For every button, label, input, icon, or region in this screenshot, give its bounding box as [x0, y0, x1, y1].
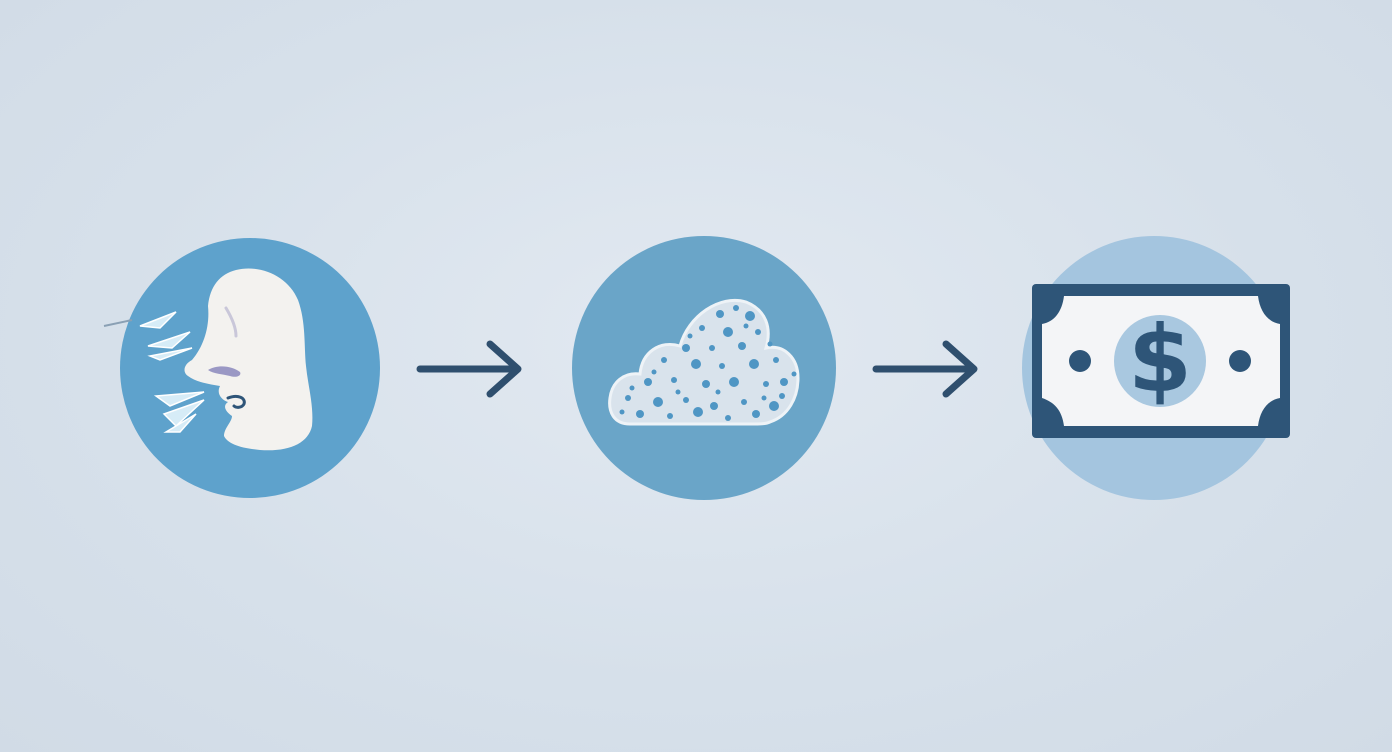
bill-left-dot: [1069, 350, 1091, 372]
breath-step: [100, 236, 382, 502]
bill-right-dot: [1229, 350, 1251, 372]
face-profile: [184, 268, 313, 451]
flow-arrow-1: [414, 336, 526, 402]
right-arrow-icon: [416, 340, 522, 398]
bill-center-disc: [1114, 315, 1206, 407]
flow-arrow-2: [870, 336, 982, 402]
particle-cloud-icon: [572, 236, 836, 500]
cloud-shape: [608, 298, 800, 426]
breath-streaks: [103, 311, 205, 433]
nose-shadow: [208, 366, 241, 377]
dollar-bill-icon: $: [1022, 236, 1290, 500]
eye-line: [224, 306, 238, 338]
money-step: $: [1020, 236, 1294, 502]
lip-line: [226, 394, 246, 409]
particle-dots: [619, 305, 797, 421]
exhaling-face-icon: [103, 238, 380, 498]
dollar-symbol: $: [1128, 306, 1192, 413]
cloud-step: [570, 236, 838, 502]
right-arrow-icon: [872, 340, 978, 398]
